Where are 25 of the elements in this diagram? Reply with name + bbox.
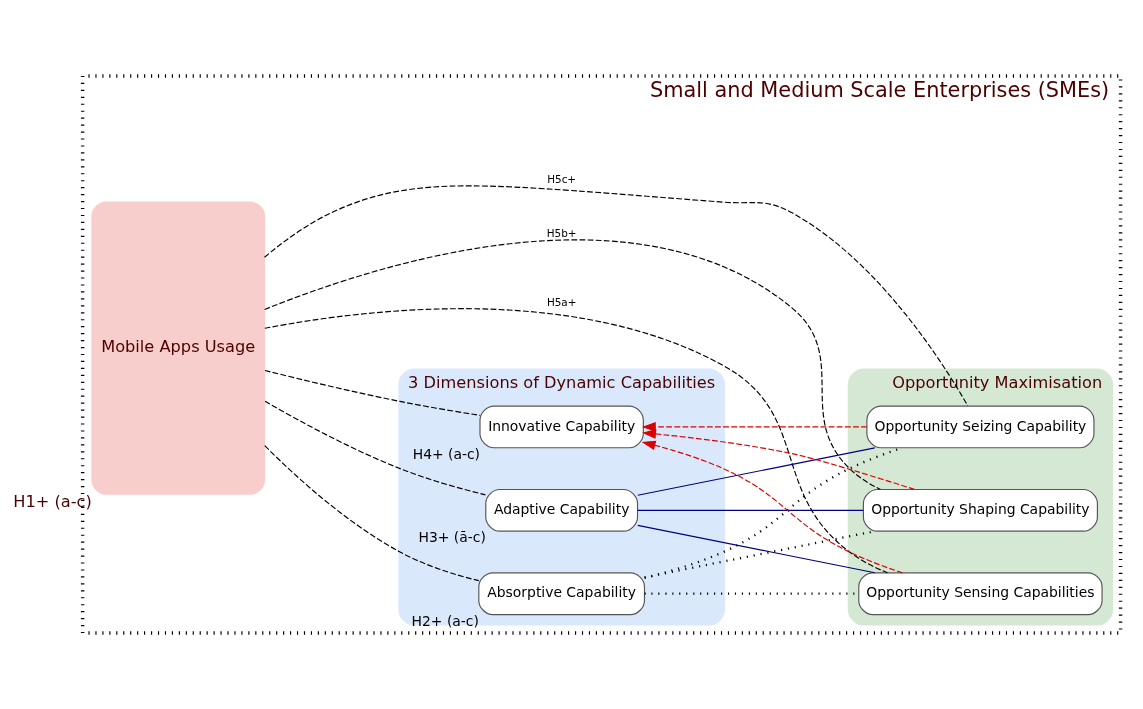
node-box: Mobile Apps Usage [91,201,266,495]
edge-label: H5a+ [546,295,577,308]
node-label: H4+ (a-c) [412,445,481,462]
connector [264,400,486,496]
node-box: Opportunity Sensing Capabilities [858,572,1103,616]
connector [264,239,881,490]
node-box: Opportunity Shaping Capability [862,488,1098,532]
connector [264,308,889,574]
edge-label: H5c+ [547,172,577,185]
connector [263,185,969,407]
node-box: Opportunity Seizing Capability [866,405,1095,449]
node-label: H1+ (a-c) [13,492,92,512]
node-box: Adaptive Capability [485,488,639,532]
connector [264,445,480,582]
connector [637,509,864,511]
node-label: H2+ (a-c) [411,612,479,629]
node-label: H3+ (ā-c) [418,529,486,546]
arrow [641,422,868,432]
arrow [642,429,915,490]
connector [637,447,876,496]
connector [264,369,481,416]
edge-label: H5b+ [546,227,577,240]
node-box: Absorptive Capability [478,572,646,616]
node-box: Innovative Capability [479,405,644,449]
connector [637,524,876,574]
